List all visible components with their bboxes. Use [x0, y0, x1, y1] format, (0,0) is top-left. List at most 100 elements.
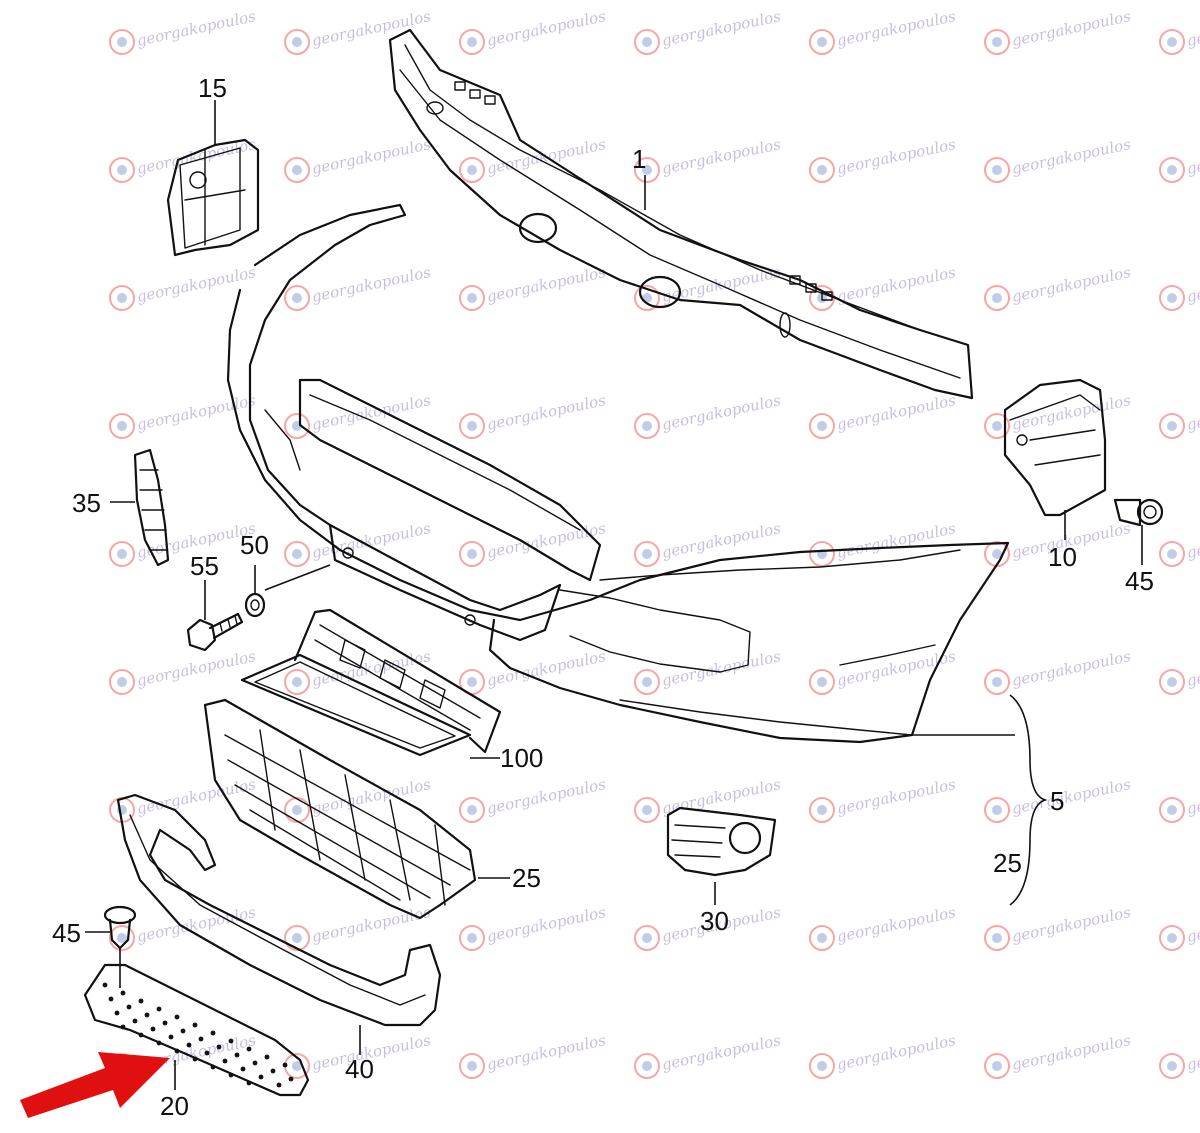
- perforation-hole: [174, 1048, 180, 1054]
- part-20-perforated-cover: [83, 963, 310, 1097]
- watermark: georgakopoulos: [809, 903, 958, 951]
- watermark: georgakopoulos: [1159, 135, 1200, 183]
- callout-1: 1: [632, 144, 646, 174]
- watermark: georgakopoulos: [459, 263, 608, 311]
- perforation-hole: [264, 1054, 270, 1060]
- svg-text:georgakopoulos: georgakopoulos: [1010, 1031, 1133, 1074]
- watermark: georgakopoulos: [459, 647, 608, 695]
- svg-text:georgakopoulos: georgakopoulos: [835, 1031, 958, 1074]
- watermark: georgakopoulos: [984, 391, 1133, 439]
- watermark: georgakopoulos: [634, 1031, 783, 1079]
- watermark: georgakopoulos: [1159, 903, 1200, 951]
- svg-text:georgakopoulos: georgakopoulos: [1010, 775, 1133, 818]
- svg-text:georgakopoulos: georgakopoulos: [835, 391, 958, 434]
- svg-text:georgakopoulos: georgakopoulos: [1185, 263, 1200, 306]
- watermark: georgakopoulos: [284, 263, 433, 311]
- callout-5: 5: [1050, 786, 1064, 816]
- svg-text:georgakopoulos: georgakopoulos: [660, 391, 783, 434]
- perforation-hole: [162, 1020, 168, 1026]
- svg-text:georgakopoulos: georgakopoulos: [835, 263, 958, 306]
- watermark: georgakopoulos: [459, 775, 608, 823]
- svg-text:georgakopoulos: georgakopoulos: [485, 775, 608, 818]
- perforation-hole: [138, 1032, 144, 1038]
- perforation-hole: [204, 1050, 210, 1056]
- watermark: georgakopoulos: [1159, 519, 1200, 567]
- watermark: georgakopoulos: [284, 135, 433, 183]
- svg-text:georgakopoulos: georgakopoulos: [660, 135, 783, 178]
- callout-20: 20: [160, 1091, 189, 1121]
- part-5-bumper-cover: [226, 203, 1010, 744]
- perforation-hole: [252, 1060, 258, 1066]
- part-55-bolt: [186, 612, 244, 652]
- svg-text:georgakopoulos: georgakopoulos: [1010, 135, 1133, 178]
- watermark: georgakopoulos: [809, 7, 958, 55]
- svg-text:georgakopoulos: georgakopoulos: [835, 519, 958, 562]
- watermark: georgakopoulos: [459, 391, 608, 439]
- svg-text:georgakopoulos: georgakopoulos: [835, 903, 958, 946]
- perforation-hole: [180, 1028, 186, 1034]
- perforation-hole: [270, 1068, 276, 1074]
- svg-text:georgakopoulos: georgakopoulos: [310, 775, 433, 818]
- watermark: georgakopoulos: [809, 135, 958, 183]
- leader-lines: [85, 100, 1143, 1090]
- perforation-hole: [234, 1052, 240, 1058]
- perforation-hole: [108, 996, 114, 1002]
- watermark: georgakopoulos: [984, 135, 1133, 183]
- perforation-hole: [174, 1014, 180, 1020]
- perforation-hole: [246, 1080, 252, 1086]
- perforation-hole: [216, 1044, 222, 1050]
- callout-45-left: 45: [52, 918, 81, 948]
- svg-text:georgakopoulos: georgakopoulos: [1185, 519, 1200, 562]
- perforation-hole: [102, 982, 108, 988]
- watermark: georgakopoulos: [984, 903, 1133, 951]
- svg-text:georgakopoulos: georgakopoulos: [135, 775, 258, 818]
- watermark: georgakopoulos: [809, 391, 958, 439]
- watermark-layer: georgakopoulos georgakopoulos georgakopoul…: [109, 7, 1200, 1079]
- perforation-hole: [222, 1058, 228, 1064]
- svg-text:georgakopoulos: georgakopoulos: [135, 7, 258, 50]
- watermark: georgakopoulos: [634, 519, 783, 567]
- perforation-pattern: [102, 982, 294, 1088]
- perforation-hole: [210, 1064, 216, 1070]
- watermark: georgakopoulos: [809, 263, 958, 311]
- part-35-side-grille: [133, 448, 170, 567]
- svg-text:georgakopoulos: georgakopoulos: [310, 903, 433, 946]
- watermark: georgakopoulos: [634, 391, 783, 439]
- svg-text:georgakopoulos: georgakopoulos: [1185, 135, 1200, 178]
- svg-text:georgakopoulos: georgakopoulos: [485, 1031, 608, 1074]
- svg-text:georgakopoulos: georgakopoulos: [1185, 1031, 1200, 1074]
- watermark: georgakopoulos: [634, 135, 783, 183]
- watermark: georgakopoulos: [984, 647, 1133, 695]
- perforation-hole: [228, 1072, 234, 1078]
- perforation-hole: [228, 1038, 234, 1044]
- svg-text:georgakopoulos: georgakopoulos: [1185, 7, 1200, 50]
- watermark: georgakopoulos: [1159, 1031, 1200, 1079]
- perforation-hole: [276, 1082, 282, 1088]
- perforation-hole: [210, 1030, 216, 1036]
- perforation-hole: [150, 1026, 156, 1032]
- perforation-hole: [132, 1018, 138, 1024]
- svg-text:georgakopoulos: georgakopoulos: [1185, 391, 1200, 434]
- perforation-hole: [186, 1042, 192, 1048]
- watermark: georgakopoulos: [109, 519, 258, 567]
- watermark: georgakopoulos: [809, 519, 958, 567]
- svg-text:georgakopoulos: georgakopoulos: [835, 7, 958, 50]
- callout-45-right: 45: [1125, 566, 1154, 596]
- perforation-hole: [144, 1012, 150, 1018]
- perforation-hole: [282, 1062, 288, 1068]
- watermark: georgakopoulos: [459, 7, 608, 55]
- callout-55: 55: [190, 551, 219, 581]
- part-45-clip-right: [1113, 498, 1164, 527]
- watermark: georgakopoulos: [1159, 775, 1200, 823]
- perforation-hole: [192, 1022, 198, 1028]
- callout-100: 100: [500, 743, 543, 773]
- perforation-hole: [246, 1046, 252, 1052]
- callout-25-set: 25: [993, 848, 1022, 878]
- perforation-hole: [126, 1004, 132, 1010]
- svg-text:georgakopoulos: georgakopoulos: [835, 135, 958, 178]
- highlight-arrow: [20, 1052, 170, 1118]
- svg-text:georgakopoulos: georgakopoulos: [660, 647, 783, 690]
- svg-text:georgakopoulos: georgakopoulos: [660, 775, 783, 818]
- part-15-bracket-left: [166, 138, 260, 257]
- svg-text:georgakopoulos: georgakopoulos: [485, 263, 608, 306]
